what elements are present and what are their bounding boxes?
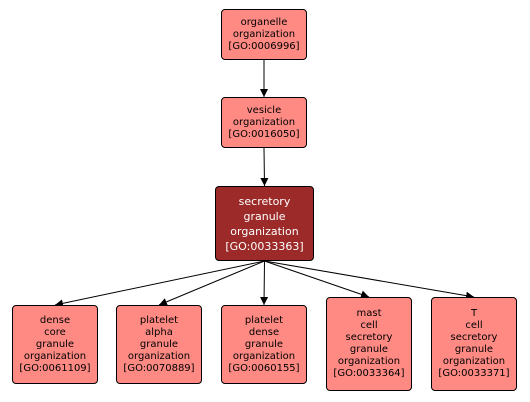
node-go-id: [GO:0060155] [228,362,300,374]
edge-vesicle-to-secretory [260,147,269,187]
node-go-id: [GO:0006996] [228,40,300,52]
node-vesicle-organization[interactable]: vesicle organization [GO:0016050] [221,97,307,148]
node-label-line: secretory [345,332,393,343]
node-platelet-dense-granule-organization[interactable]: platelet dense granule organization [GO:… [221,305,307,384]
node-label-line: organization [232,350,296,362]
node-label-line: vesicle [246,104,282,116]
node-go-id: [GO:0070889] [123,362,195,374]
node-label-line: mast [356,308,382,319]
node-label-line: alpha [145,326,173,338]
node-label-line: granule [454,344,494,355]
node-go-id: [GO:0033364] [333,368,405,379]
node-label-line: granule [243,209,286,223]
node-organelle-organization[interactable]: organelle organization [GO:0006996] [221,9,307,60]
node-label-line: organization [23,350,87,362]
node-label-line: secretory [450,332,498,343]
node-label-line: organization [127,350,191,362]
node-label-line: organelle [240,16,288,28]
node-label-line: cell [360,320,378,331]
node-label-line: granule [139,338,179,350]
edge-secretory-to-t_cell [264,260,475,300]
node-label-line: organization [230,224,299,238]
node-go-id: [GO:0033363] [225,239,304,253]
node-label-line: granule [35,338,75,350]
node-label-line: T [470,308,478,319]
node-label-line: dense [248,326,280,338]
node-dense-core-granule-organization[interactable]: dense core granule organization [GO:0061… [12,305,98,384]
node-label-line: granule [244,338,284,350]
node-go-id: [GO:0061109] [19,362,91,374]
node-label-line: organization [232,28,296,40]
node-secretory-granule-organization[interactable]: secretory granule organization [GO:00333… [215,186,314,261]
node-t-cell-secretory-granule-organization[interactable]: T cell secretory granule organization [G… [431,297,517,391]
edge-secretory-to-platelet_alpha [158,260,265,306]
node-label-line: cell [465,320,483,331]
node-label-line: organization [337,356,401,367]
node-label-line: platelet [244,314,284,326]
node-label-line: core [44,326,66,338]
node-go-id: [GO:0016050] [228,128,300,140]
edge-secretory-to-dense_core [54,260,265,308]
edge-secretory-to-platelet_dense [260,260,269,306]
node-label-line: secretory [238,194,291,208]
node-label-line: dense [39,314,71,326]
node-label-line: organization [442,356,506,367]
edge-secretory-to-mast_cell [264,260,370,299]
node-go-id: [GO:0033371] [438,368,510,379]
node-platelet-alpha-granule-organization[interactable]: platelet alpha granule organization [GO:… [116,305,202,384]
node-mast-cell-secretory-granule-organization[interactable]: mast cell secretory granule organization… [326,297,412,391]
node-label-line: granule [349,344,389,355]
node-label-line: organization [232,116,296,128]
node-label-line: platelet [139,314,179,326]
